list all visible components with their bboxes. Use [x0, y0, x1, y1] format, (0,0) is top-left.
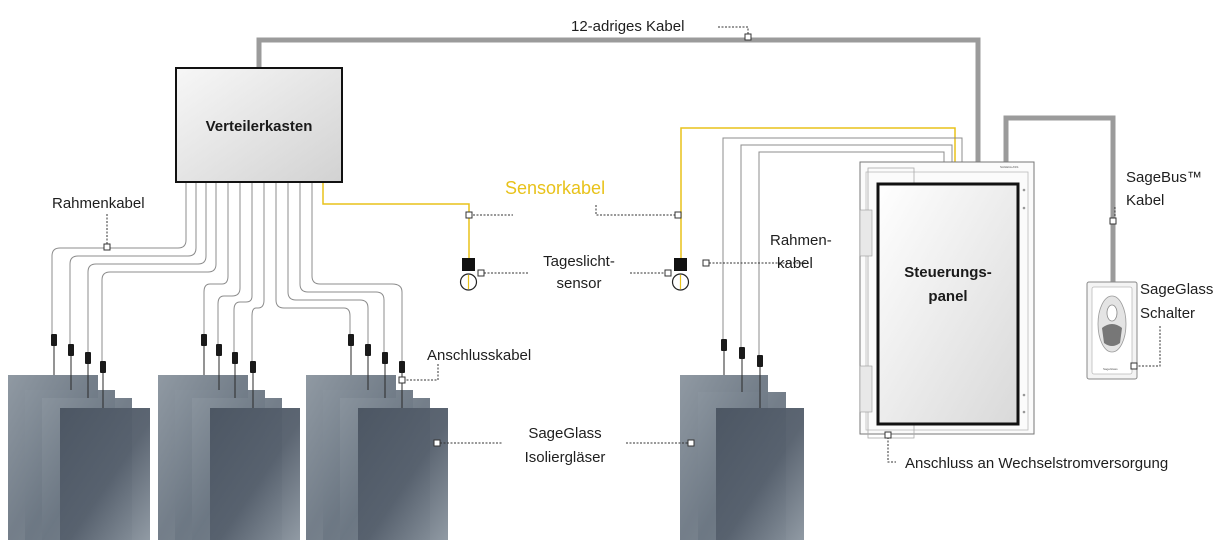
twelve-core-cable [256, 37, 981, 162]
frame-cable-right-label-line1: Rahmen- [770, 232, 832, 249]
sensor-cable [322, 127, 956, 258]
control-panel-label-line1: Steuerungs- [904, 264, 992, 281]
daylight-sensor-icon [459, 258, 478, 291]
sagebus-label-line2: Kabel [1126, 192, 1164, 209]
glass-stack-4 [680, 375, 804, 540]
glass-stack-1 [8, 375, 150, 540]
frame-cables-right [722, 137, 963, 356]
distribution-box-label: Verteilerkasten [206, 118, 313, 135]
control-panel: SAGEGLASS Steuerungs- panel [859, 161, 1035, 439]
sensor-cable-label: Sensorkabel [505, 178, 605, 198]
frame-cables-left [51, 182, 403, 362]
connection-cable-label: Anschlusskabel [427, 347, 531, 364]
switch-label-line1: SageGlass [1140, 281, 1213, 298]
glass-label-line2: Isoliergläser [525, 449, 606, 466]
control-panel-label-line2: panel [928, 288, 967, 305]
wall-switch-icon: SageGlass [1086, 281, 1138, 380]
frame-cable-right-label-line2: kabel [777, 255, 813, 272]
callout-leaders [106, 26, 1161, 463]
glass-stack-3 [306, 375, 448, 540]
sagebus-cable [1003, 115, 1116, 282]
frame-cable-left-label: Rahmenkabel [52, 195, 145, 212]
ac-supply-label: Anschluss an Wechselstromversorgung [905, 455, 1168, 472]
cable-12-label: 12-adriges Kabel [571, 18, 684, 35]
switch-label-line2: Schalter [1140, 305, 1195, 322]
glass-stack-2 [158, 375, 300, 540]
sagebus-label-line1: SageBus™ [1126, 169, 1202, 186]
glass-label-line1: SageGlass [528, 425, 601, 442]
daylight-sensor-label-line2: sensor [556, 275, 601, 292]
connector-plug-icon [51, 334, 763, 373]
pane-wire-drops [53, 345, 761, 408]
svg-text:SAGEGLASS: SAGEGLASS [1000, 165, 1018, 169]
distribution-box: Verteilerkasten [175, 67, 343, 183]
daylight-sensor-label-line1: Tageslicht- [543, 253, 615, 270]
daylight-sensor-icon [671, 258, 690, 291]
callout-markers [103, 33, 1138, 447]
switch-brand: SageGlass [1103, 367, 1118, 371]
